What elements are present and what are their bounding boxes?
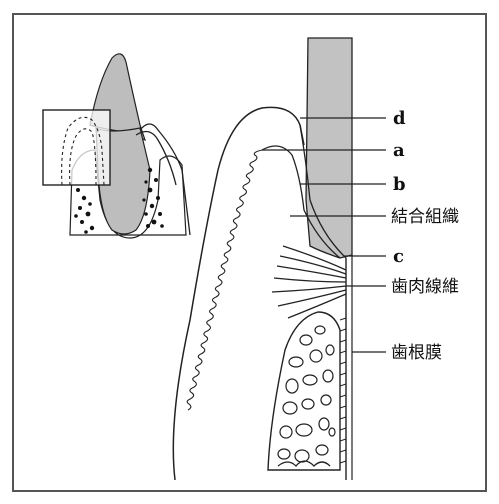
label-gingival-fibers: 歯肉線維 (391, 277, 459, 297)
tooth-surface (306, 38, 352, 258)
label-c: c (393, 246, 404, 267)
inset-magnify-box (43, 110, 110, 185)
label-b: b (393, 174, 406, 195)
epithelium-rete-ridges (187, 150, 262, 410)
magnified-view: d a b 結合組織 c 歯肉線維 歯根膜 (173, 38, 459, 480)
overview-tooth-inset (43, 54, 190, 238)
label-d: d (393, 108, 406, 129)
label-a: a (393, 140, 405, 161)
label-connective-tissue: 結合組織 (391, 207, 459, 227)
label-periodontal-ligament: 歯根膜 (391, 343, 442, 363)
periodontal-ligament-fibers (340, 318, 346, 463)
figure-frame (13, 14, 486, 491)
